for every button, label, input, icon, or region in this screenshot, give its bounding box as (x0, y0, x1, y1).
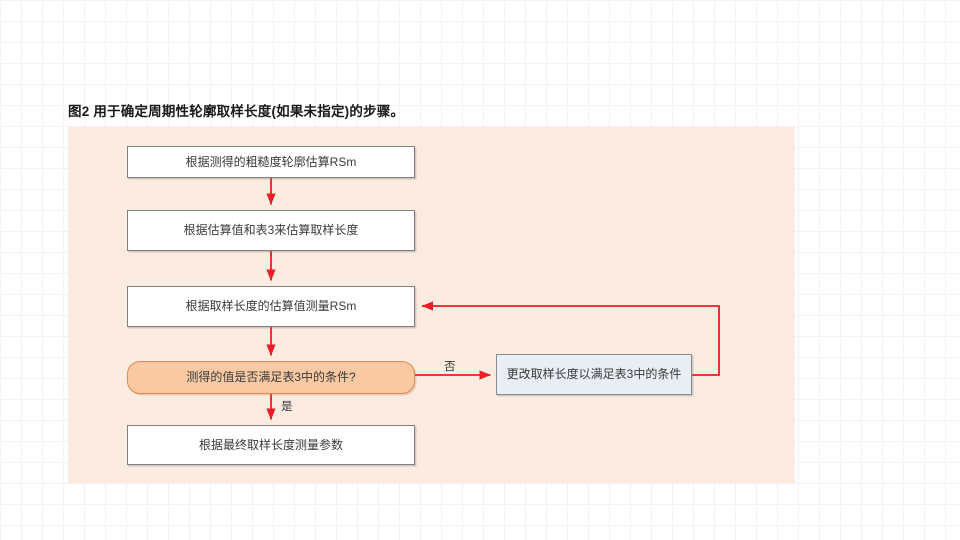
flow-node-condition-check[interactable]: 测得的值是否满足表3中的条件? (127, 361, 415, 394)
flow-node-estimate-length[interactable]: 根据估算值和表3来估算取样长度 (127, 210, 415, 251)
flow-node-measure-rsm[interactable]: 根据取样长度的估算值测量RSm (127, 286, 415, 327)
flow-node-change-length[interactable]: 更改取样长度以满足表3中的条件 (496, 354, 692, 395)
edge-label-yes: 是 (281, 401, 293, 413)
edge-label-no: 否 (444, 361, 456, 373)
flow-node-estimate-rsm[interactable]: 根据测得的粗糙度轮廓估算RSm (127, 146, 415, 178)
figure-caption: 图2 用于确定周期性轮廓取样长度(如果未指定)的步骤。 (68, 104, 405, 119)
flow-node-final-measure[interactable]: 根据最终取样长度测量参数 (127, 425, 415, 465)
